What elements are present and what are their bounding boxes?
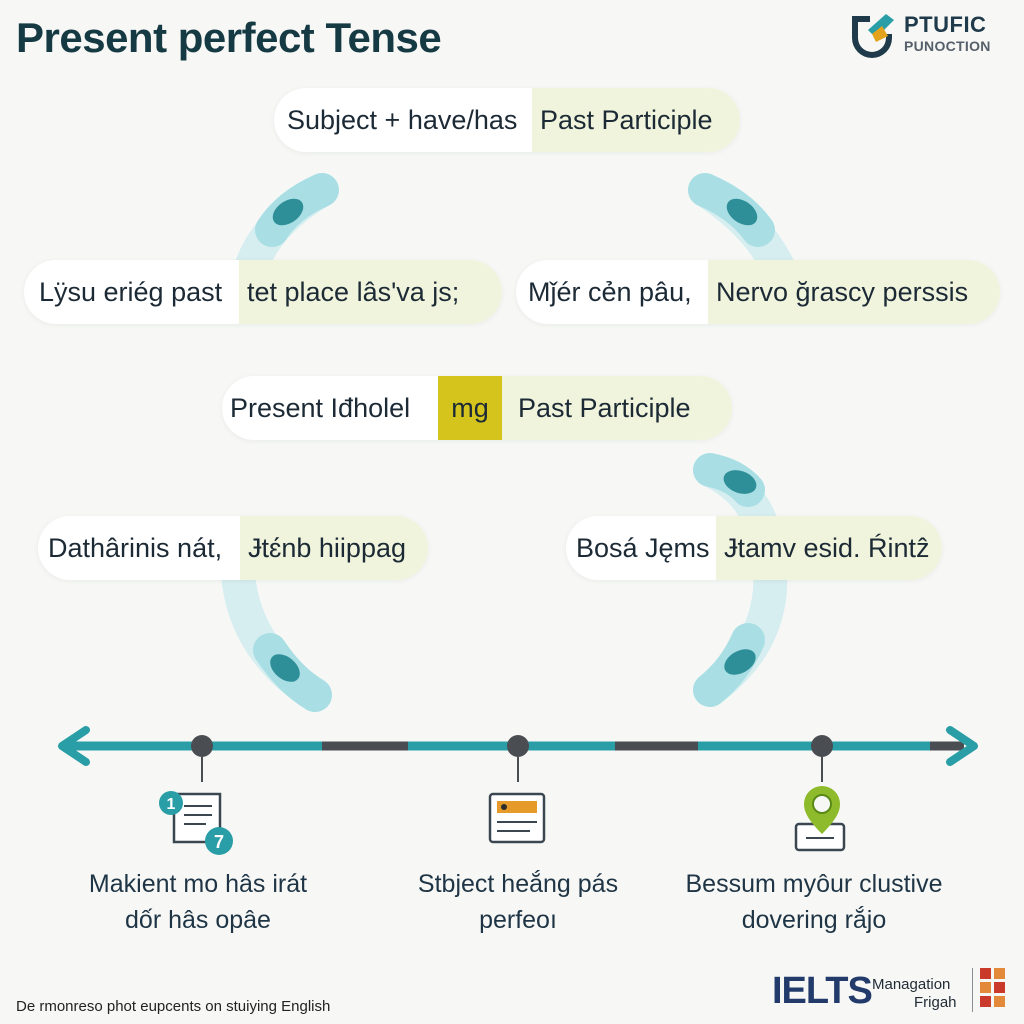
calendar-badge-bottom: 7: [214, 832, 224, 852]
structure-pill-participle: Past Participle: [502, 376, 732, 440]
calendar-badge-top: 1: [167, 796, 176, 813]
grid-mark-icon: [980, 968, 1005, 1007]
example-pill-left-2: Dathârinis nát, Ɉtɛ́nb hiippag: [38, 516, 428, 580]
timeline-right-arrowhead: [946, 726, 978, 766]
timeline-caption-2-line2: perfeoı: [479, 906, 557, 934]
timeline-point-3: [811, 735, 833, 757]
timeline-caption-1-line2: dốr hâs opâe: [125, 906, 271, 934]
page-title: Present perfect Tense: [16, 14, 442, 61]
example-pill-left-1-text: Lÿsu eriég past: [39, 276, 223, 307]
timeline-caption-2: Stbject heắng pás perfeoı: [368, 866, 668, 938]
timeline-caption-2-line1: Stbject heắng pás: [417, 870, 619, 898]
ielts-wordmark: IELTS: [772, 970, 873, 1012]
location-device-icon: [794, 786, 846, 852]
ielts-logo: IELTS Managation Frigah: [772, 964, 1012, 1018]
example-pill-right-1-text: Mǰér cẻn pâu,: [528, 276, 692, 307]
ielts-divider: [972, 968, 973, 1012]
example-pill-left-2-text: Dathârinis nát,: [48, 532, 223, 563]
footer-note: De rmonreso phot eupcents on stuiying En…: [16, 998, 331, 1015]
message-card-icon: [488, 792, 546, 844]
timeline-caption-3-line2: dovering rắjo: [741, 906, 887, 934]
timeline-point-2: [507, 735, 529, 757]
timeline-caption-1: Makient mo hâs irát dốr hâs opâe: [48, 866, 348, 938]
timeline-caption-3: Bessum myôur clustive dovering rắjo: [664, 866, 964, 938]
ielts-logo-line1: Managation: [872, 976, 951, 993]
formula-subject: Subject + have/has: [287, 104, 518, 135]
example-pill-right-1-highlight: Nervo ğrascy perssis: [708, 260, 1000, 324]
example-pill-left-1: Lÿsu eriég past tet place Ɩâs'va js;: [24, 260, 502, 324]
example-pill-left-2-highlight: Ɉtɛ́nb hiippag: [240, 516, 428, 580]
timeline-caption-3-line1: Bessum myôur clustive: [685, 870, 943, 898]
structure-pill: Present Iđholel mg Past Participle: [222, 376, 732, 440]
example-pill-right-2-highlight: Ɉtamv esid. Ŕintẑ: [716, 516, 942, 580]
brand-logo-icon: [852, 14, 894, 58]
timeline-caption-1-line1: Makient mo hâs irát: [88, 870, 308, 898]
structure-pill-text: Present Iđholel: [230, 392, 411, 423]
example-pill-right-2: Bosá Jęms Ɉtamv esid. Ŕintẑ: [566, 516, 942, 580]
brand-name: PTUFIC: [904, 12, 987, 37]
structure-pill-suffix: mg: [438, 376, 502, 440]
timeline-left-arrowhead: [58, 726, 90, 766]
formula-pill: Subject + have/has Past Participle: [274, 88, 740, 152]
formula-participle: Past Participle: [532, 88, 740, 152]
example-pill-right-1: Mǰér cẻn pâu, Nervo ğrascy perssis: [516, 260, 1000, 324]
ielts-logo-line2: Frigah: [914, 994, 957, 1011]
example-pill-left-1-highlight: tet place Ɩâs'va js;: [239, 260, 502, 324]
document-list-icon: 1 7: [159, 791, 233, 855]
example-pill-right-2-text: Bosá Jęms: [576, 532, 710, 563]
brand-tagline: PUNOCTION: [904, 38, 991, 54]
timeline-point-1: [191, 735, 213, 757]
brand-logo: PTUFIC PUNOCTION: [846, 8, 1002, 60]
